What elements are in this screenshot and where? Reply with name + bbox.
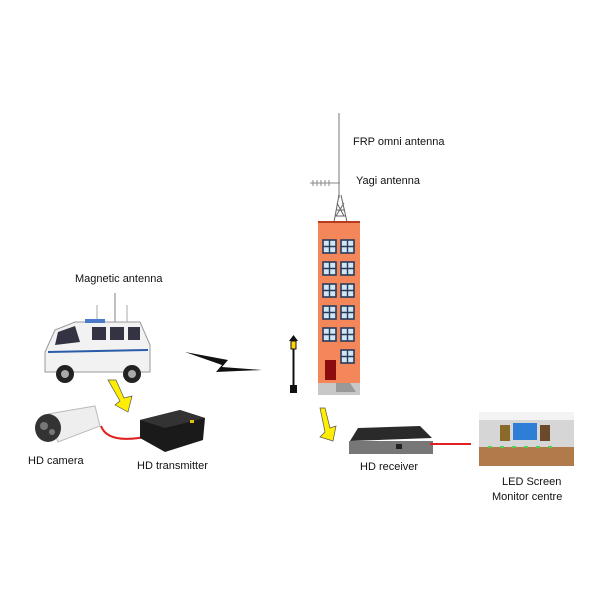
police-van: [44, 293, 151, 383]
lattice-tower: [333, 194, 348, 223]
hd-camera-label: HD camera: [28, 455, 84, 467]
down-arrow-icon: [319, 407, 337, 442]
down-arrow-icon: [107, 379, 133, 413]
door: [325, 360, 336, 380]
magnetic-antenna-label: Magnetic antenna: [75, 273, 163, 285]
monitor-centre-room: [479, 412, 574, 466]
led-screen-label: LED Screen: [502, 476, 562, 488]
street-lamp: [289, 335, 298, 393]
monitor-centre-label: Monitor centre: [492, 491, 563, 503]
hd-receiver: [349, 426, 433, 454]
hd-camera: [35, 405, 101, 443]
hd-receiver-label: HD receiver: [360, 461, 419, 473]
wireless-link-icon: [185, 352, 262, 372]
building: [318, 221, 360, 395]
yagi-antenna-label: Yagi antenna: [356, 175, 421, 187]
yagi-antenna: [310, 180, 340, 186]
hd-transmitter-label: HD transmitter: [137, 460, 208, 472]
frp-antenna-label: FRP omni antenna: [353, 136, 445, 148]
hd-transmitter: [140, 410, 205, 452]
